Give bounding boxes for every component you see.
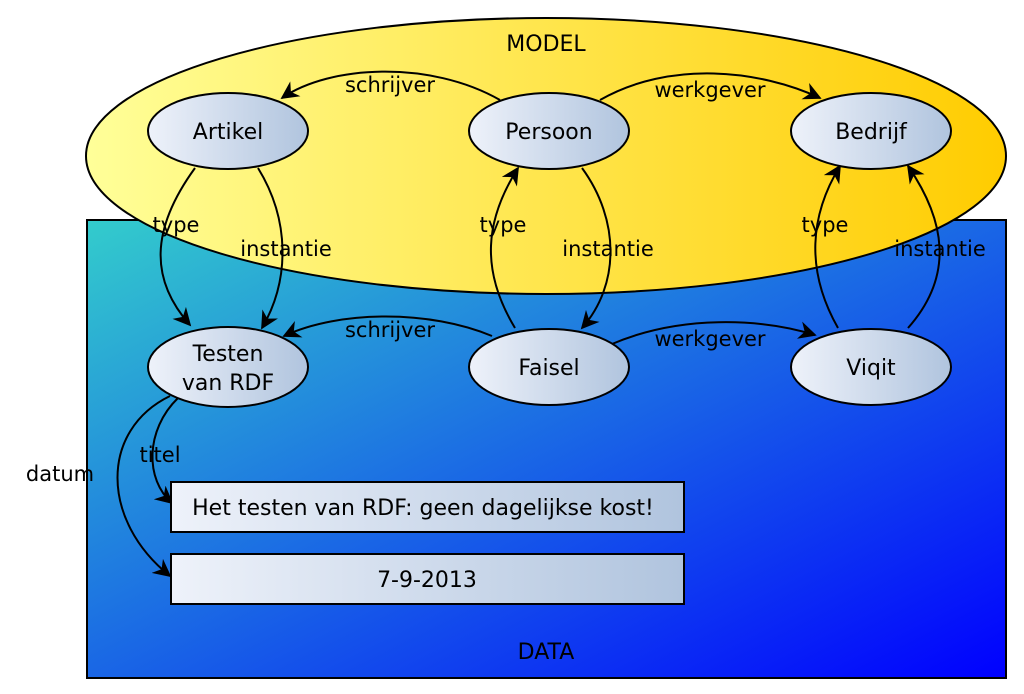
node-testen-label-line1: Testen: [192, 342, 264, 367]
node-faisel-shape: [468, 328, 630, 406]
node-faisel-label: Faisel: [518, 356, 579, 381]
label-schrijver-data: schrijver: [345, 318, 435, 342]
node-viqit-label: Viqit: [846, 356, 896, 381]
literal-datum: 7-9-2013: [170, 553, 685, 605]
label-schrijver-model: schrijver: [345, 73, 435, 97]
label-instantie-bedrijf: instantie: [894, 237, 986, 261]
edge-werkgever-model: [599, 72, 822, 101]
literal-datum-text: 7-9-2013: [377, 568, 477, 593]
label-type-artikel: type: [153, 213, 200, 237]
edges: [116, 70, 941, 578]
model-region-label: MODEL: [506, 32, 586, 57]
label-werkgever-data: werkgever: [654, 327, 765, 351]
edge-type-bedrijf: [814, 164, 841, 329]
label-type-bedrijf: type: [802, 213, 849, 237]
node-persoon-shape: [468, 92, 630, 170]
literal-titel-text: Het testen van RDF: geen dagelijkse kost…: [192, 496, 654, 521]
node-persoon: Persoon: [468, 92, 630, 170]
edge-instantie-persoon: [580, 167, 612, 330]
literal-titel-box: [170, 481, 685, 533]
node-testen-label-line2: van RDF: [182, 371, 274, 396]
node-artikel-label: Artikel: [193, 120, 263, 145]
edge-titel: [151, 397, 179, 505]
node-bedrijf: Bedrijf: [790, 92, 952, 170]
edge-schrijver-data: [282, 315, 493, 338]
edge-type-artikel: [159, 167, 196, 327]
label-instantie-persoon: instantie: [562, 237, 654, 261]
edge-werkgever-data: [611, 321, 817, 345]
node-artikel: Artikel: [147, 92, 309, 170]
literal-datum-box: [170, 553, 685, 605]
label-titel: titel: [139, 443, 180, 467]
edge-labels: schrijver werkgever type instantie type …: [26, 73, 986, 486]
edge-instantie-artikel: [257, 167, 284, 330]
node-bedrijf-label: Bedrijf: [835, 120, 908, 145]
edge-type-persoon: [490, 166, 519, 329]
edge-schrijver-model: [280, 70, 501, 101]
edge-instantie-bedrijf: [906, 164, 941, 329]
data-region-label: DATA: [518, 640, 575, 665]
node-testen-van-rdf: Testen van RDF: [147, 326, 309, 408]
node-bedrijf-shape: [790, 92, 952, 170]
node-faisel: Faisel: [468, 328, 630, 406]
node-artikel-shape: [147, 92, 309, 170]
node-testen-shape: [147, 326, 309, 408]
label-type-persoon: type: [480, 213, 527, 237]
label-werkgever-model: werkgever: [654, 78, 765, 102]
label-datum: datum: [26, 462, 94, 486]
edge-datum: [116, 395, 172, 578]
node-persoon-label: Persoon: [505, 120, 592, 145]
label-instantie-artikel: instantie: [240, 237, 332, 261]
node-viqit-shape: [790, 328, 952, 406]
node-viqit: Viqit: [790, 328, 952, 406]
literal-titel: Het testen van RDF: geen dagelijkse kost…: [170, 481, 685, 533]
